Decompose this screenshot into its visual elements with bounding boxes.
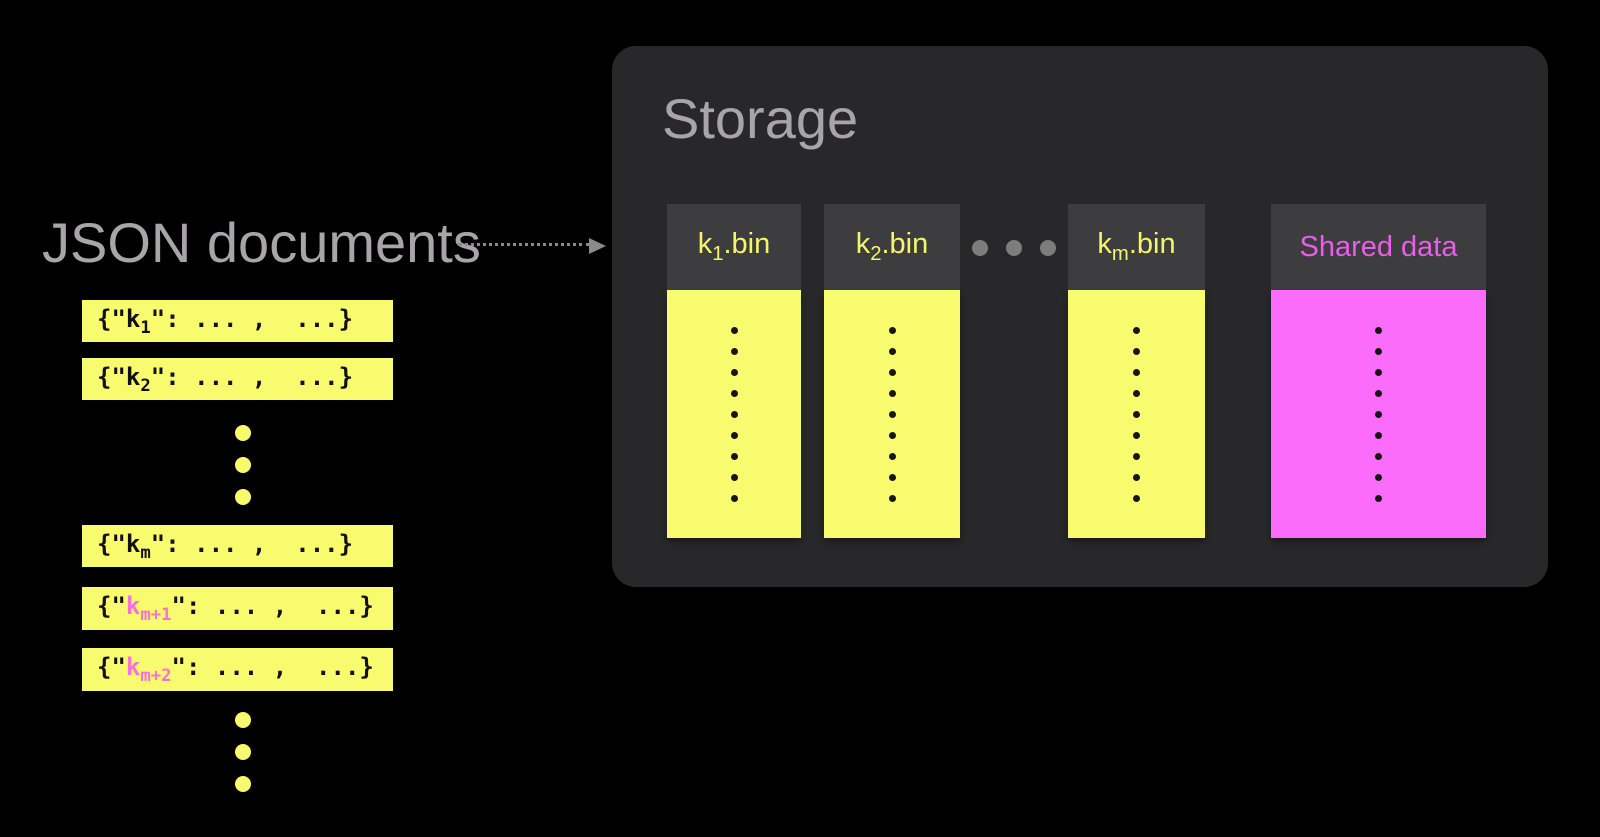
dot bbox=[235, 776, 251, 792]
dot bbox=[1040, 240, 1056, 256]
shared-data-body bbox=[1271, 290, 1486, 538]
dot bbox=[1375, 368, 1382, 376]
bin-column-k1: k1.bin bbox=[667, 204, 801, 538]
dot bbox=[972, 240, 988, 256]
dot bbox=[235, 712, 251, 728]
doc-key: k2 bbox=[125, 362, 151, 396]
dot bbox=[888, 473, 896, 481]
dot bbox=[1133, 473, 1140, 481]
shared-data-column: Shared data bbox=[1271, 204, 1486, 538]
bin-column-k2: k2.bin bbox=[824, 204, 960, 538]
bin-body bbox=[824, 290, 960, 538]
json-doc-text: {"km": ... , ...} bbox=[97, 530, 353, 563]
json-documents-title: JSON documents bbox=[42, 211, 481, 274]
dot bbox=[730, 368, 738, 376]
dot bbox=[730, 473, 738, 481]
arrow-head-icon bbox=[589, 238, 606, 254]
doc-rest: ": ... , ...} bbox=[171, 653, 374, 682]
doc-rest: ": ... , ...} bbox=[150, 304, 354, 333]
dot bbox=[1133, 494, 1140, 502]
doc-key-pink: km+2 bbox=[125, 653, 172, 686]
shared-data-header: Shared data bbox=[1271, 204, 1486, 290]
doc-open: {" bbox=[97, 362, 126, 391]
ellipsis-dots-horizontal bbox=[972, 240, 1056, 256]
dotted-arrow-line bbox=[458, 243, 590, 246]
dot bbox=[1133, 389, 1140, 397]
doc-open: {" bbox=[97, 653, 126, 682]
doc-open: {" bbox=[97, 304, 126, 333]
dot bbox=[235, 425, 251, 441]
dot bbox=[730, 347, 738, 355]
dot bbox=[888, 389, 896, 397]
bin-body bbox=[1068, 290, 1205, 538]
dot bbox=[730, 326, 738, 334]
dot bbox=[1375, 347, 1382, 355]
json-doc-bar-km: {"km": ... , ...} bbox=[82, 525, 393, 567]
dot bbox=[1375, 326, 1382, 334]
storage-panel: Storage k1.bin k2.bin km.bin Shared data bbox=[612, 46, 1548, 587]
dot bbox=[1133, 410, 1140, 418]
doc-rest: ": ... , ...} bbox=[150, 362, 354, 391]
json-doc-bar-km1: {"km+1": ... , ...} bbox=[82, 587, 393, 630]
dot bbox=[1375, 389, 1382, 397]
doc-rest: ": ... , ...} bbox=[150, 529, 354, 558]
dot bbox=[235, 457, 251, 473]
dot bbox=[888, 368, 896, 376]
dot bbox=[1133, 347, 1140, 355]
dot bbox=[888, 431, 896, 439]
dot bbox=[1375, 494, 1382, 502]
dot bbox=[1133, 368, 1140, 376]
dot bbox=[730, 431, 738, 439]
dot bbox=[1375, 452, 1382, 460]
doc-open: {" bbox=[97, 592, 126, 621]
bin-label: k2.bin bbox=[855, 228, 929, 265]
doc-open: {" bbox=[97, 529, 126, 558]
dot bbox=[888, 347, 896, 355]
bin-label: k1.bin bbox=[697, 228, 771, 265]
dot bbox=[1133, 452, 1140, 460]
dot bbox=[888, 452, 896, 460]
dot bbox=[1133, 326, 1140, 334]
json-doc-text: {"k2": ... , ...} bbox=[97, 363, 353, 396]
bin-header: km.bin bbox=[1068, 204, 1205, 290]
doc-rest: ": ... , ...} bbox=[171, 592, 374, 621]
doc-key-pink: km+1 bbox=[125, 592, 172, 625]
ellipsis-dots-vertical bbox=[235, 425, 251, 505]
dot bbox=[730, 389, 738, 397]
bin-header: k2.bin bbox=[824, 204, 960, 290]
dot bbox=[1375, 473, 1382, 481]
doc-key: k1 bbox=[125, 304, 151, 338]
json-doc-bar-k2: {"k2": ... , ...} bbox=[82, 358, 393, 400]
doc-key: km bbox=[125, 529, 151, 563]
json-doc-bar-km2: {"km+2": ... , ...} bbox=[82, 648, 393, 691]
dot bbox=[888, 326, 896, 334]
bin-column-km: km.bin bbox=[1068, 204, 1205, 538]
json-doc-bar-k1: {"k1": ... , ...} bbox=[82, 300, 393, 342]
dot bbox=[730, 494, 738, 502]
dot bbox=[1375, 431, 1382, 439]
dot bbox=[1006, 240, 1022, 256]
dot bbox=[888, 494, 896, 502]
json-doc-text: {"km+2": ... , ...} bbox=[97, 653, 374, 686]
bin-header: k1.bin bbox=[667, 204, 801, 290]
dot bbox=[235, 744, 251, 760]
bin-body bbox=[667, 290, 801, 538]
dot bbox=[1375, 410, 1382, 418]
dot bbox=[1133, 431, 1140, 439]
storage-title: Storage bbox=[662, 87, 859, 150]
json-doc-text: {"k1": ... , ...} bbox=[97, 305, 353, 338]
dot bbox=[235, 489, 251, 505]
dot bbox=[730, 452, 738, 460]
dot bbox=[888, 410, 896, 418]
shared-data-label: Shared data bbox=[1299, 230, 1458, 263]
bin-label: km.bin bbox=[1097, 228, 1176, 265]
ellipsis-dots-vertical bbox=[235, 712, 251, 792]
dot bbox=[730, 410, 738, 418]
json-doc-text: {"km+1": ... , ...} bbox=[97, 592, 374, 625]
